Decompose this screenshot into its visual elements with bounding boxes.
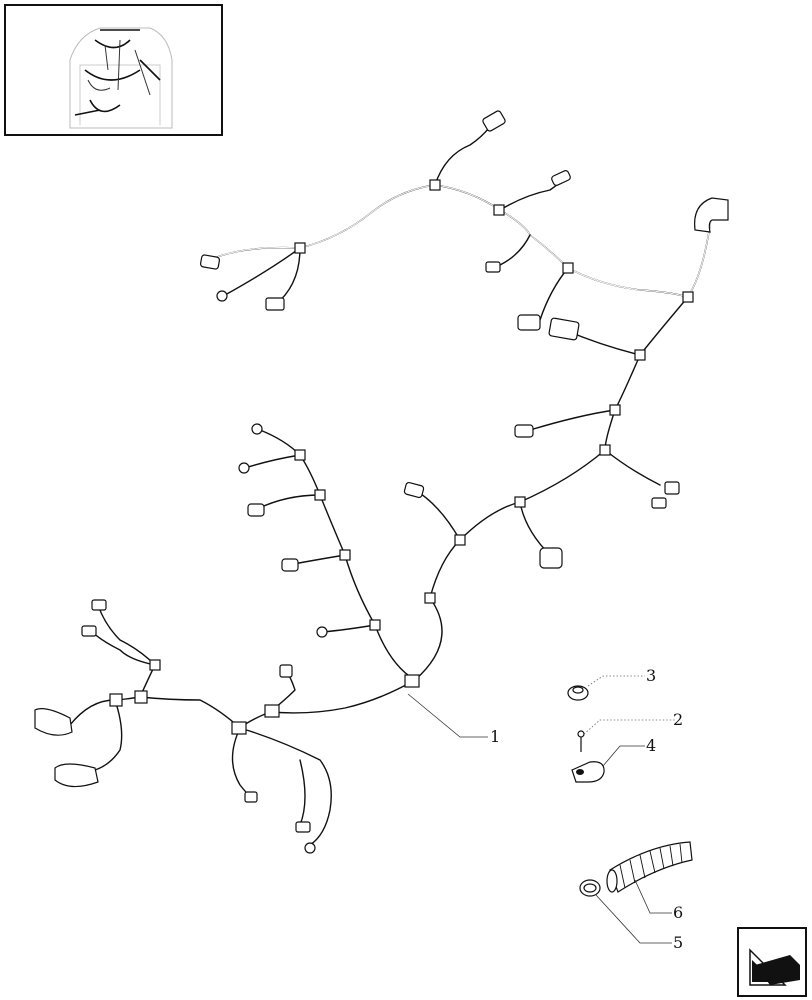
callout-2: 2 <box>673 710 683 729</box>
callout-1: 1 <box>490 727 500 746</box>
location-thumbnail <box>4 4 223 136</box>
callout-4: 4 <box>646 736 656 755</box>
middle-harness <box>238 423 420 714</box>
part-clip-4 <box>571 761 605 783</box>
part-clamp-3 <box>567 685 589 701</box>
navigation-arrow-icon[interactable] <box>737 927 807 997</box>
callout-5: 5 <box>673 933 683 952</box>
leader-lines <box>407 675 675 944</box>
lower-harness <box>34 599 332 854</box>
callout-6: 6 <box>673 903 683 922</box>
part-screw-2 <box>577 730 585 752</box>
upper-harness <box>199 110 729 681</box>
part-corrugated-tube-6 <box>606 841 693 893</box>
part-hose-clamp-5 <box>579 879 601 897</box>
callout-3: 3 <box>646 666 656 685</box>
